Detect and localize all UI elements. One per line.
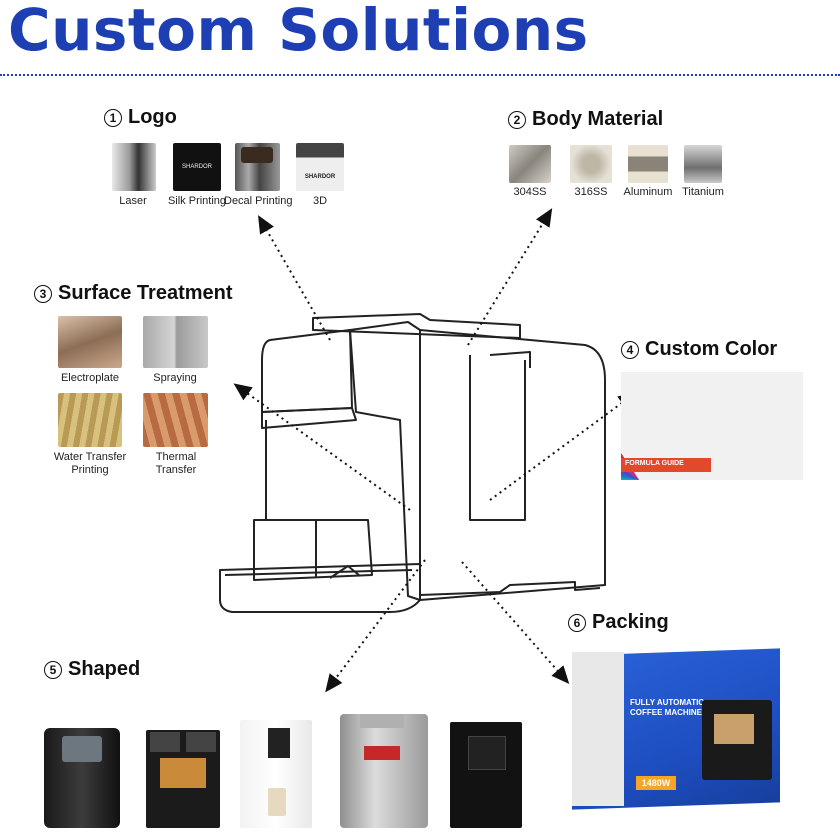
material-titanium-image xyxy=(684,145,722,183)
fan-text: FORMULA GUIDE xyxy=(625,460,684,467)
section-number: 3 xyxy=(34,284,52,303)
surface-thermal-transfer-image xyxy=(143,393,208,447)
brand-text: SHARDOR xyxy=(181,164,212,170)
box-power: 1480W xyxy=(636,776,676,790)
title-divider xyxy=(0,74,840,76)
logo-3d-image: SHARDOR xyxy=(296,143,344,191)
shaped-machine-1-image xyxy=(44,728,120,828)
section-surface-treatment-heading: 3 Surface Treatment xyxy=(34,282,233,305)
shaped-machine-2-image xyxy=(146,730,220,828)
callout-arrows xyxy=(233,208,637,693)
logo-decal-image xyxy=(235,143,280,191)
material-item-label: 316SS xyxy=(574,186,608,198)
brand-text-3d: SHARDOR xyxy=(304,174,336,180)
surface-item-label: Thermal Transfer xyxy=(155,451,197,476)
material-316ss-image xyxy=(570,145,612,183)
material-item-label: 304SS xyxy=(513,186,547,198)
section-label: Body Material xyxy=(532,108,664,130)
logo-item-label: Silk Printing xyxy=(167,195,227,207)
shaped-machine-3-image xyxy=(240,720,312,828)
section-label: Packing xyxy=(592,611,669,633)
color-fan-image: FORMULA GUIDE xyxy=(621,372,803,480)
shaped-machine-5-image xyxy=(450,722,522,828)
material-item-label: Titanium xyxy=(682,186,724,198)
section-packing-heading: 6 Packing xyxy=(568,611,669,634)
logo-item-label: Decal Printing xyxy=(224,195,293,207)
section-shaped-heading: 5 Shaped xyxy=(44,658,140,681)
packing-box-image: FULLY AUTOMATIC COFFEE MACHINE 1480W xyxy=(572,640,780,810)
logo-silk-image: SHARDOR xyxy=(173,143,221,191)
section-number: 2 xyxy=(508,110,526,129)
shaped-machine-4-image xyxy=(340,714,428,828)
section-body-material-heading: 2 Body Material xyxy=(508,108,663,131)
machine-outline xyxy=(219,313,606,613)
section-label: Logo xyxy=(128,106,177,128)
surface-electroplate-image xyxy=(58,316,122,368)
logo-item-label: 3D xyxy=(312,195,328,207)
surface-item-label: Spraying xyxy=(153,372,197,384)
surface-item-label: Electroplate xyxy=(60,372,120,384)
section-logo-heading: 1 Logo xyxy=(104,106,177,129)
surface-item-label: Water Transfer Printing xyxy=(53,451,127,476)
section-number: 4 xyxy=(621,340,639,359)
material-304ss-image xyxy=(509,145,551,183)
page-title: Custom Solutions xyxy=(8,0,589,64)
section-number: 1 xyxy=(104,108,122,127)
section-number: 6 xyxy=(568,613,586,632)
surface-water-transfer-image xyxy=(58,393,122,447)
logo-item-label: Laser xyxy=(119,195,147,207)
section-number: 5 xyxy=(44,660,62,679)
material-item-label: Aluminum xyxy=(623,186,673,198)
box-title: FULLY AUTOMATIC COFFEE MACHINE xyxy=(630,698,705,717)
section-label: Custom Color xyxy=(645,338,778,360)
surface-spraying-image xyxy=(143,316,208,368)
material-aluminum-image xyxy=(628,145,668,183)
section-label: Surface Treatment xyxy=(58,282,233,304)
logo-laser-image xyxy=(112,143,156,191)
section-custom-color-heading: 4 Custom Color xyxy=(621,338,777,361)
section-label: Shaped xyxy=(68,658,141,680)
